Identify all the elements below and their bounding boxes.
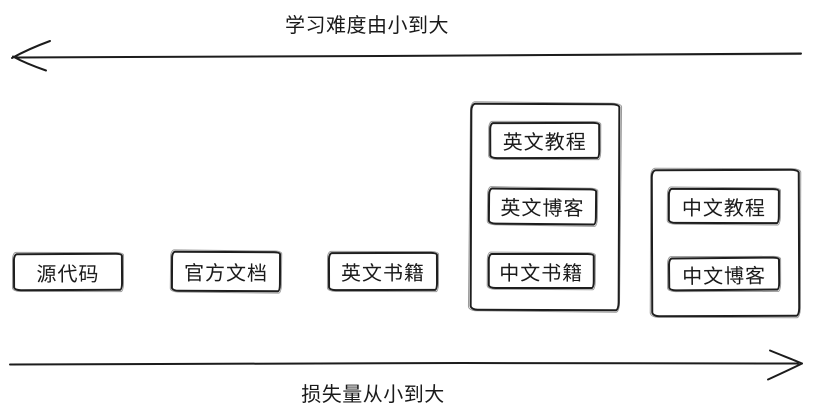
node-chinese-blogs: 中文博客 <box>667 256 781 292</box>
node-english-books: 英文书籍 <box>327 251 439 292</box>
node-chinese-books: 中文书籍 <box>487 252 595 290</box>
group-chinese-content: 中文教程 中文博客 <box>650 168 801 318</box>
node-source-code: 源代码 <box>12 252 124 292</box>
node-english-tutorials: 英文教程 <box>489 121 601 160</box>
bottom-arrow-right <box>9 349 803 381</box>
group-english-and-chinese-books: 英文教程 英文博客 中文书籍 <box>469 102 621 312</box>
loss-amount-axis-label: 损失量从小到大 <box>301 384 445 406</box>
top-arrow-left <box>11 40 802 72</box>
node-english-blogs: 英文博客 <box>487 187 598 226</box>
learning-difficulty-axis-label: 学习难度由小到大 <box>285 15 449 37</box>
node-official-docs: 官方文档 <box>170 250 282 293</box>
node-chinese-tutorials: 中文教程 <box>667 187 780 225</box>
